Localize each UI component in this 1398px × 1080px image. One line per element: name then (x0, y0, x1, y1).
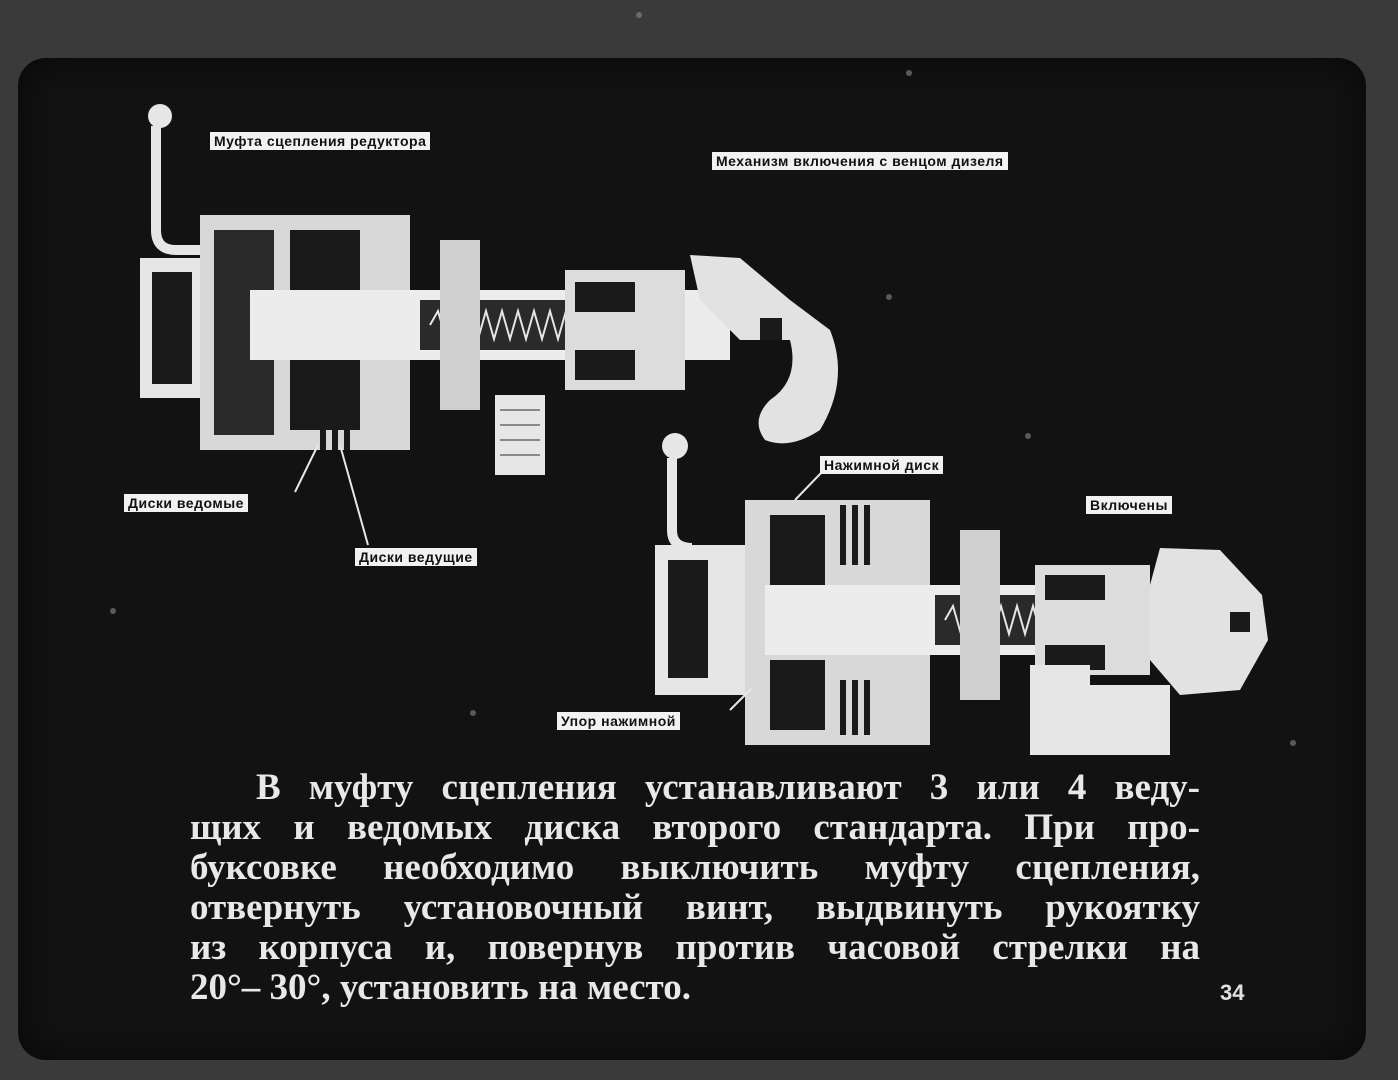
upper-handle-knob (148, 104, 172, 128)
page-number: 34 (1220, 980, 1245, 1005)
label-driven-discs: Диски ведомые (124, 494, 248, 512)
caption-line: 20°– 30°, установить на место. (190, 967, 691, 1008)
lower-handle-knob (662, 433, 688, 459)
caption-line: В муфту сцепления устанавливают 3 или 4 … (256, 767, 1200, 808)
lower-clutch-assembly (655, 433, 1268, 755)
label-engagement-mechanism: Механизм включения с венцом дизеля (712, 152, 1008, 170)
dust-speck (110, 608, 116, 614)
label-pressure-disc: Нажимной диск (820, 456, 944, 474)
caption-text: В муфту сцепления устанавливают 3 или 4 … (190, 768, 1200, 1008)
upper-gear-block (495, 395, 545, 475)
dust-speck (470, 710, 476, 716)
upper-clutch-assembly (140, 104, 838, 546)
label-engaged: Включены (1086, 496, 1172, 514)
dust-speck (636, 12, 642, 18)
lower-handle-lever (667, 458, 693, 553)
dust-speck (886, 294, 892, 300)
dust-speck (1290, 740, 1296, 746)
label-driving-discs: Диски ведущие (355, 548, 477, 566)
lower-crown-gear (1150, 548, 1268, 695)
caption-line: щих и ведомых диска второго стандарта. П… (190, 807, 1200, 848)
dust-speck (1025, 433, 1031, 439)
upper-handle-lever (151, 126, 200, 255)
upper-hook (690, 255, 838, 444)
label-clutch-reducer: Муфта сцепления редуктора (210, 132, 431, 150)
dust-speck (906, 70, 912, 76)
caption-line: отвернуть установочный винт, выдвинуть р… (190, 887, 1200, 928)
label-pressure-stop: Упор нажимной (557, 712, 680, 730)
caption-line: буксовке необходимо выключить муфту сцеп… (190, 847, 1200, 888)
caption-line: из корпуса и, повернув против часовой ст… (190, 927, 1200, 968)
